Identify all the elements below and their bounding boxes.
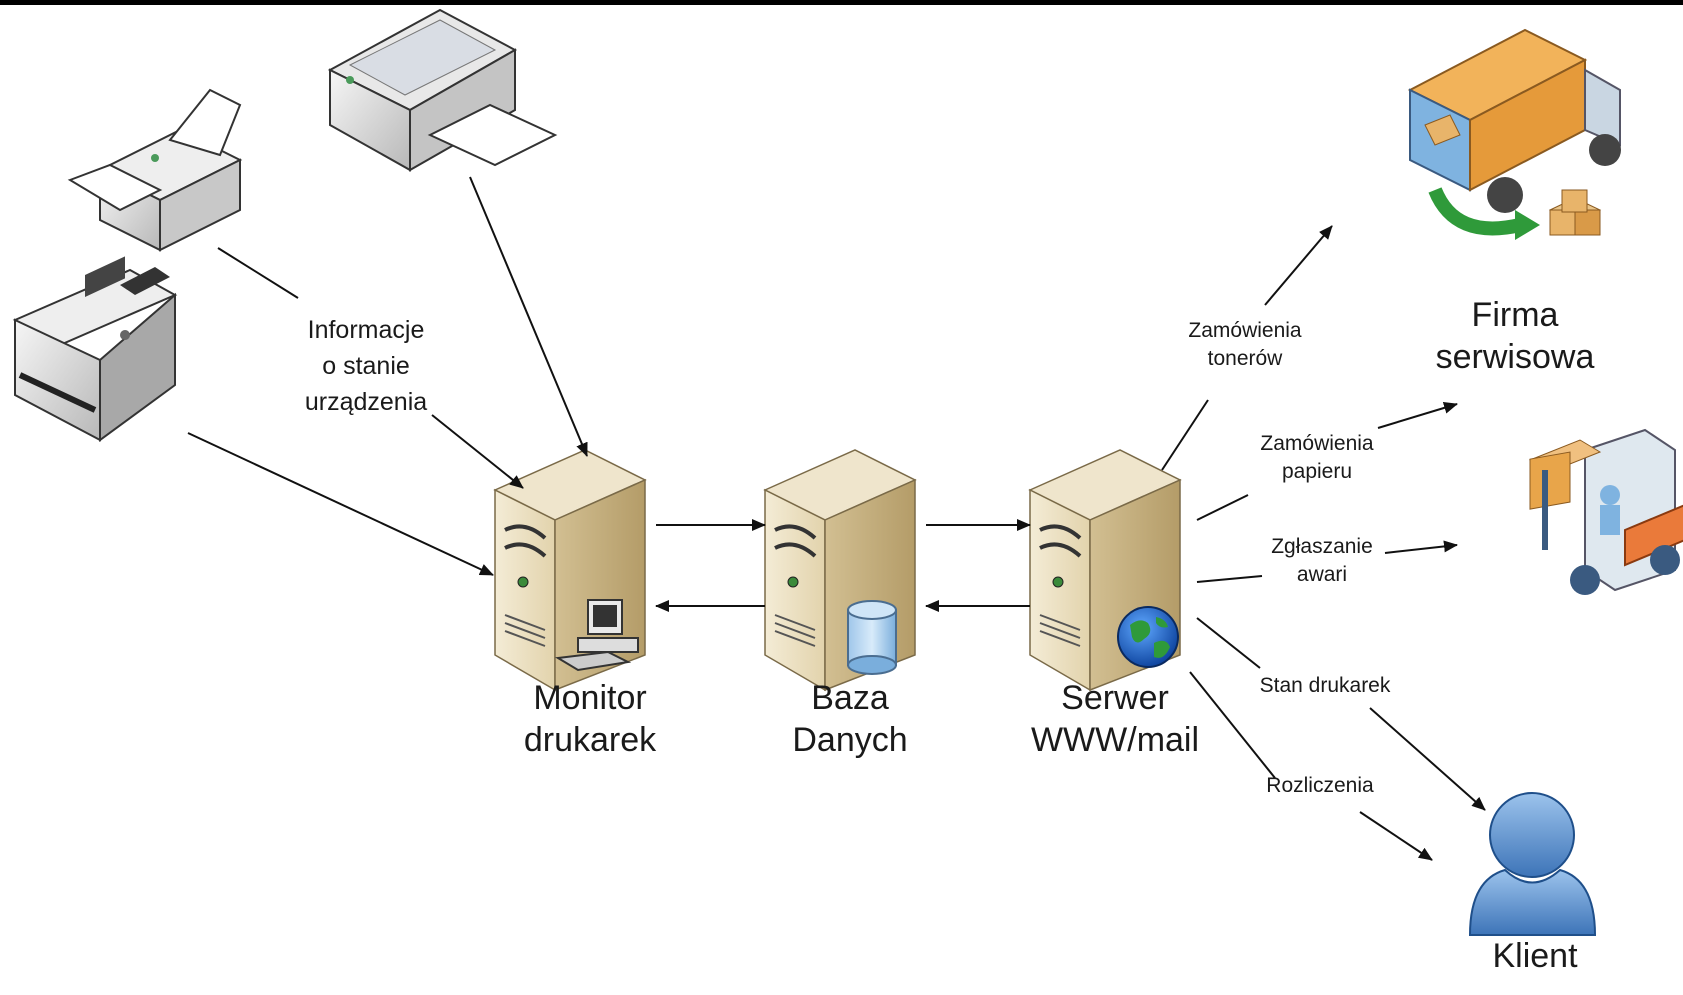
connector-serwer-awarie <box>1196 575 1263 583</box>
edge-label-line: Zgłaszanie <box>1271 535 1373 558</box>
node-label-line: Baza <box>811 679 889 717</box>
edge-label-tonery: Zamówienia tonerów <box>1165 317 1325 373</box>
connector-printer1-label <box>217 247 299 299</box>
node-label-line: Serwer <box>1061 679 1169 717</box>
connector-tonery-firma <box>1264 225 1333 306</box>
server-icon <box>493 448 647 692</box>
connector-serwer-stan <box>1196 617 1261 669</box>
edge-label-papier: Zamówienia papieru <box>1242 430 1392 486</box>
delivery-truck-icon <box>1407 28 1621 240</box>
edge-label-line: Rozliczenia <box>1266 774 1374 797</box>
printer-icon <box>327 8 558 172</box>
edge-label-line: Stan drukarek <box>1259 674 1391 697</box>
edge-label-awarie: Zgłaszanie awari <box>1252 533 1392 589</box>
edge-label-informacje: Informacje o stanie urządzenia <box>286 312 446 420</box>
edge-label-line: awari <box>1296 563 1348 586</box>
node-label-line: Klient <box>1492 937 1578 975</box>
forklift-icon <box>1528 428 1683 595</box>
node-label-line: serwisowa <box>1435 338 1595 376</box>
edge-label-line: tonerów <box>1207 347 1283 370</box>
connectors <box>187 176 1486 861</box>
node-label-line: Monitor <box>533 679 647 717</box>
edge-label-line: Zamówienia <box>1260 432 1374 455</box>
globe-icon <box>1117 606 1179 668</box>
edge-label-line: o stanie <box>322 352 410 380</box>
edge-label-stan: Stan drukarek <box>1240 672 1410 700</box>
node-label-line: Firma <box>1471 296 1559 334</box>
node-label-baza: Baza Danych <box>775 677 925 761</box>
connector-rozliczenia-klient <box>1359 811 1433 861</box>
user-icon <box>1468 792 1597 936</box>
node-label-monitor: Monitor drukarek <box>505 677 675 761</box>
connector-printer2-monitor <box>469 176 588 457</box>
edge-label-line: Informacje <box>307 316 425 344</box>
connector-label-monitor <box>431 414 524 489</box>
edge-label-line: urządzenia <box>304 388 428 416</box>
node-label-line: Danych <box>792 721 908 759</box>
node-label-klient: Klient <box>1460 935 1610 977</box>
node-label-firma: Firma serwisowa <box>1410 294 1620 378</box>
node-label-line: WWW/mail <box>1030 721 1200 759</box>
connector-fax-monitor <box>187 432 494 576</box>
connector-serwer-tonery <box>1161 399 1209 471</box>
connector-stan-klient <box>1369 707 1486 811</box>
connector-awarie-firma <box>1384 540 1458 554</box>
connector-papier-firma <box>1377 402 1458 429</box>
database-icon <box>847 600 897 675</box>
node-label-line: drukarek <box>523 721 657 759</box>
edge-label-line: papieru <box>1281 460 1353 483</box>
top-border <box>0 0 1683 5</box>
fax-icon <box>12 256 178 442</box>
computer-icon <box>554 599 639 672</box>
connector-serwer-rozliczenia <box>1189 671 1276 779</box>
connector-serwer-papier <box>1196 494 1249 521</box>
edge-label-rozliczenia: Rozliczenia <box>1245 772 1395 800</box>
edge-label-line: Zamówienia <box>1188 319 1302 342</box>
printer-icon <box>67 88 243 252</box>
node-label-serwer: Serwer WWW/mail <box>1020 677 1210 761</box>
